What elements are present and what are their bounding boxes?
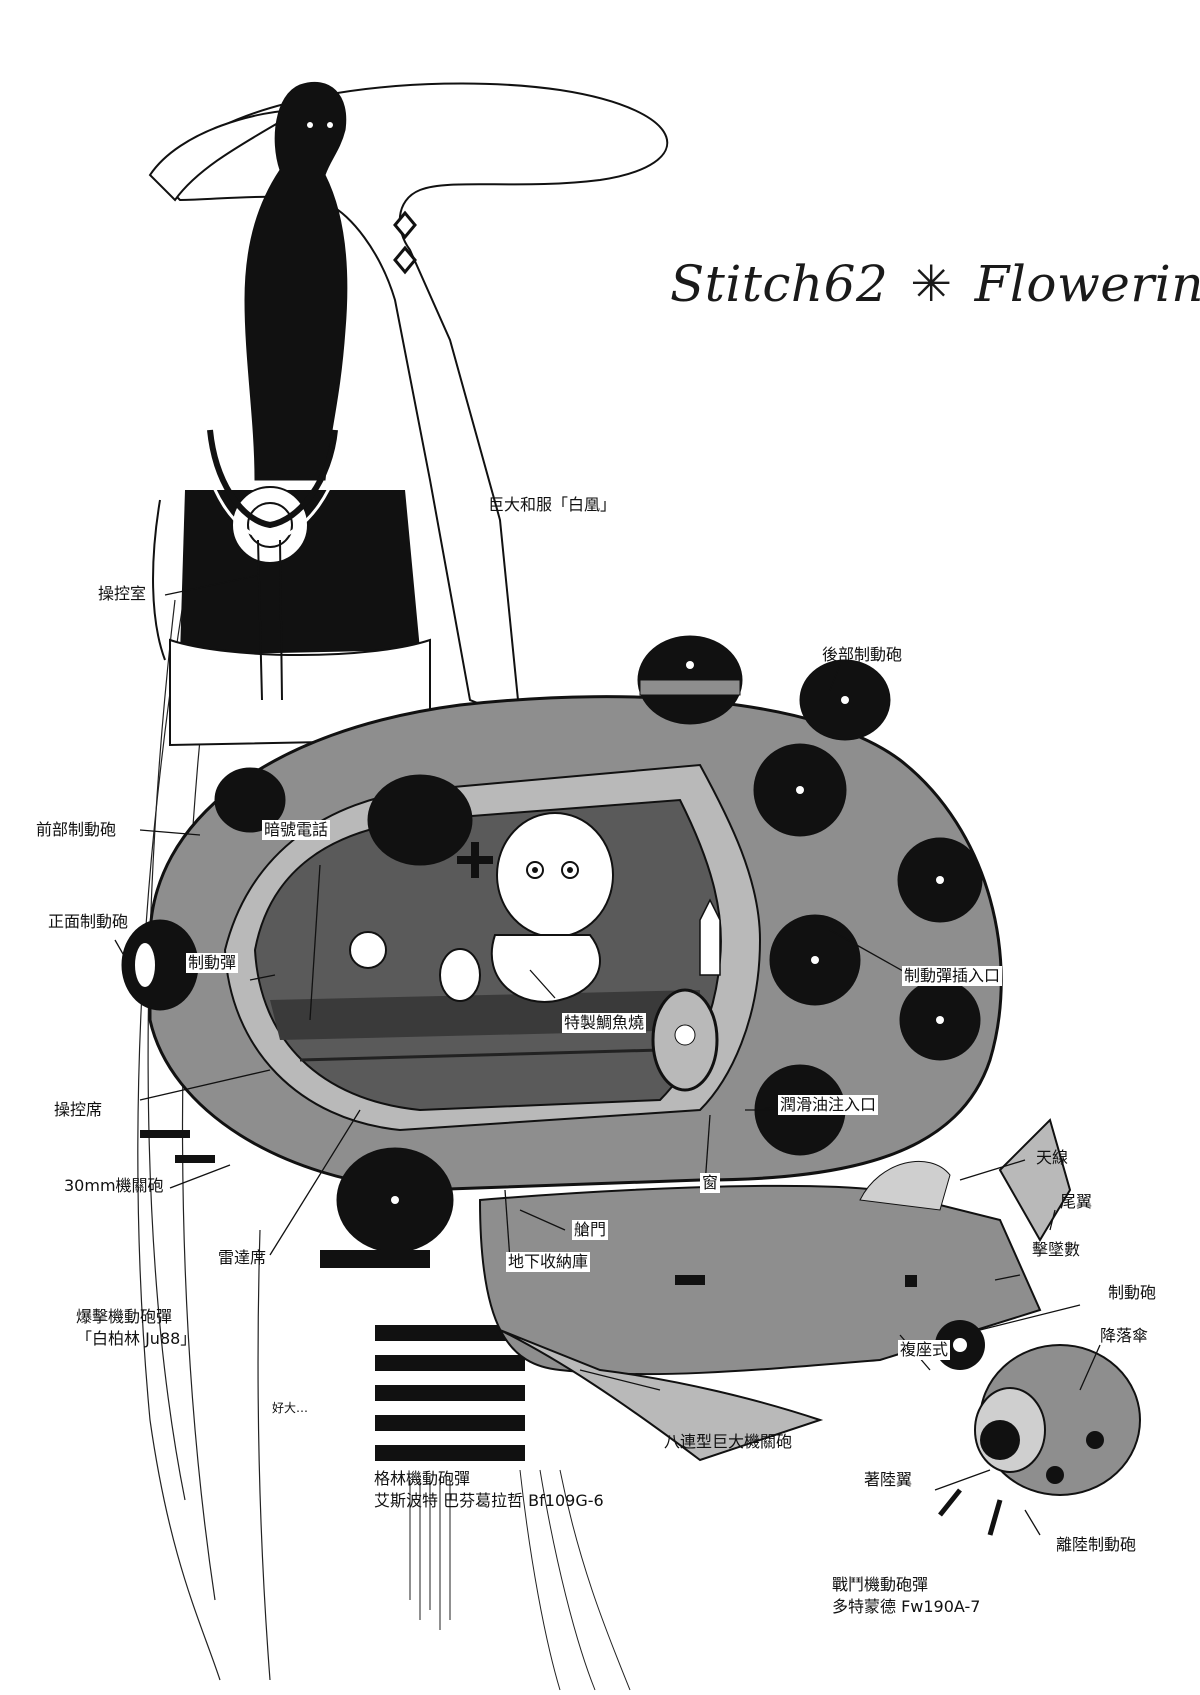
caption-fighter-line2: 多特蒙德 Fw190A-7 — [832, 1597, 981, 1616]
label-special-taiyaki: 特製鯛魚燒 — [562, 1013, 647, 1033]
label-takeoff-brake-cannon: 離陸制動砲 — [1056, 1535, 1137, 1554]
label-rear-brake-cannon: 後部制動砲 — [822, 645, 903, 664]
label-kill-count: 擊墜數 — [1032, 1240, 1081, 1259]
label-brake-shell-inlet: 制動彈插入口 — [902, 966, 1003, 986]
label-lubricant-inlet: 潤滑油注入口 — [778, 1095, 879, 1115]
kimono-body — [152, 429, 431, 747]
label-landing-wing: 著陸翼 — [864, 1470, 913, 1489]
caption-fighter-line1: 戰鬥機動砲彈 — [832, 1575, 929, 1594]
label-underground-storage: 地下收納庫 — [506, 1252, 591, 1272]
cloth-trails — [409, 1469, 631, 1691]
label-hatch: 艙門 — [572, 1220, 609, 1240]
label-small-text: 好大… — [272, 1401, 309, 1415]
caption-fighter: 戰鬥機動砲彈 多特蒙德 Fw190A-7 — [832, 1574, 980, 1618]
label-front-brake-cannon: 前部制動砲 — [36, 820, 117, 839]
label-window: 窗 — [700, 1173, 721, 1193]
title-stitch: Stitch62 — [670, 255, 889, 313]
label-brake-cannon: 制動砲 — [1108, 1283, 1157, 1302]
caption-bomber-line1: 爆擊機動砲彈 — [76, 1307, 173, 1326]
label-parachute: 降落傘 — [1100, 1326, 1149, 1345]
label-antenna: 天線 — [1036, 1148, 1069, 1167]
dark-figure — [244, 81, 417, 481]
label-30mm-cannon: 30mm機關砲 — [64, 1176, 164, 1195]
title-separator: ✳ — [910, 255, 953, 313]
label-two-seater: 複座式 — [898, 1340, 951, 1360]
hair-strands — [137, 559, 271, 1681]
chapter-title: Stitch62 ✳ Flowering — [670, 255, 1200, 313]
label-kimono: 巨大和服「白凰」 — [488, 495, 617, 514]
label-tail-wing: 尾翼 — [1060, 1192, 1093, 1211]
caption-bomber: 爆擊機動砲彈 「白柏林 Ju88」 — [76, 1306, 196, 1350]
label-control-seat: 操控席 — [54, 1100, 103, 1119]
caption-gatling-line1: 格林機動砲彈 — [374, 1469, 471, 1488]
label-eight-barrel-cannon: 八連型巨大機關砲 — [664, 1432, 793, 1451]
caption-gatling-line2: 艾斯波特 巴芬葛拉哲 Bf109G-6 — [374, 1491, 604, 1510]
label-radar-seat: 雷達席 — [218, 1248, 267, 1267]
title-subtitle: Flowering — [974, 255, 1200, 313]
caption-gatling: 格林機動砲彈 艾斯波特 巴芬葛拉哲 Bf109G-6 — [374, 1468, 604, 1512]
label-secret-phone: 暗號電話 — [262, 820, 331, 840]
caption-bomber-line2: 「白柏林 Ju88」 — [76, 1329, 197, 1348]
label-brake-shell: 制動彈 — [186, 953, 239, 973]
gun-barrels — [140, 1130, 525, 1461]
label-frontal-brake-cannon: 正面制動砲 — [48, 912, 129, 931]
main-hull — [148, 695, 1003, 1192]
label-control-room: 操控室 — [98, 584, 147, 603]
aircraft — [478, 1118, 1141, 1536]
